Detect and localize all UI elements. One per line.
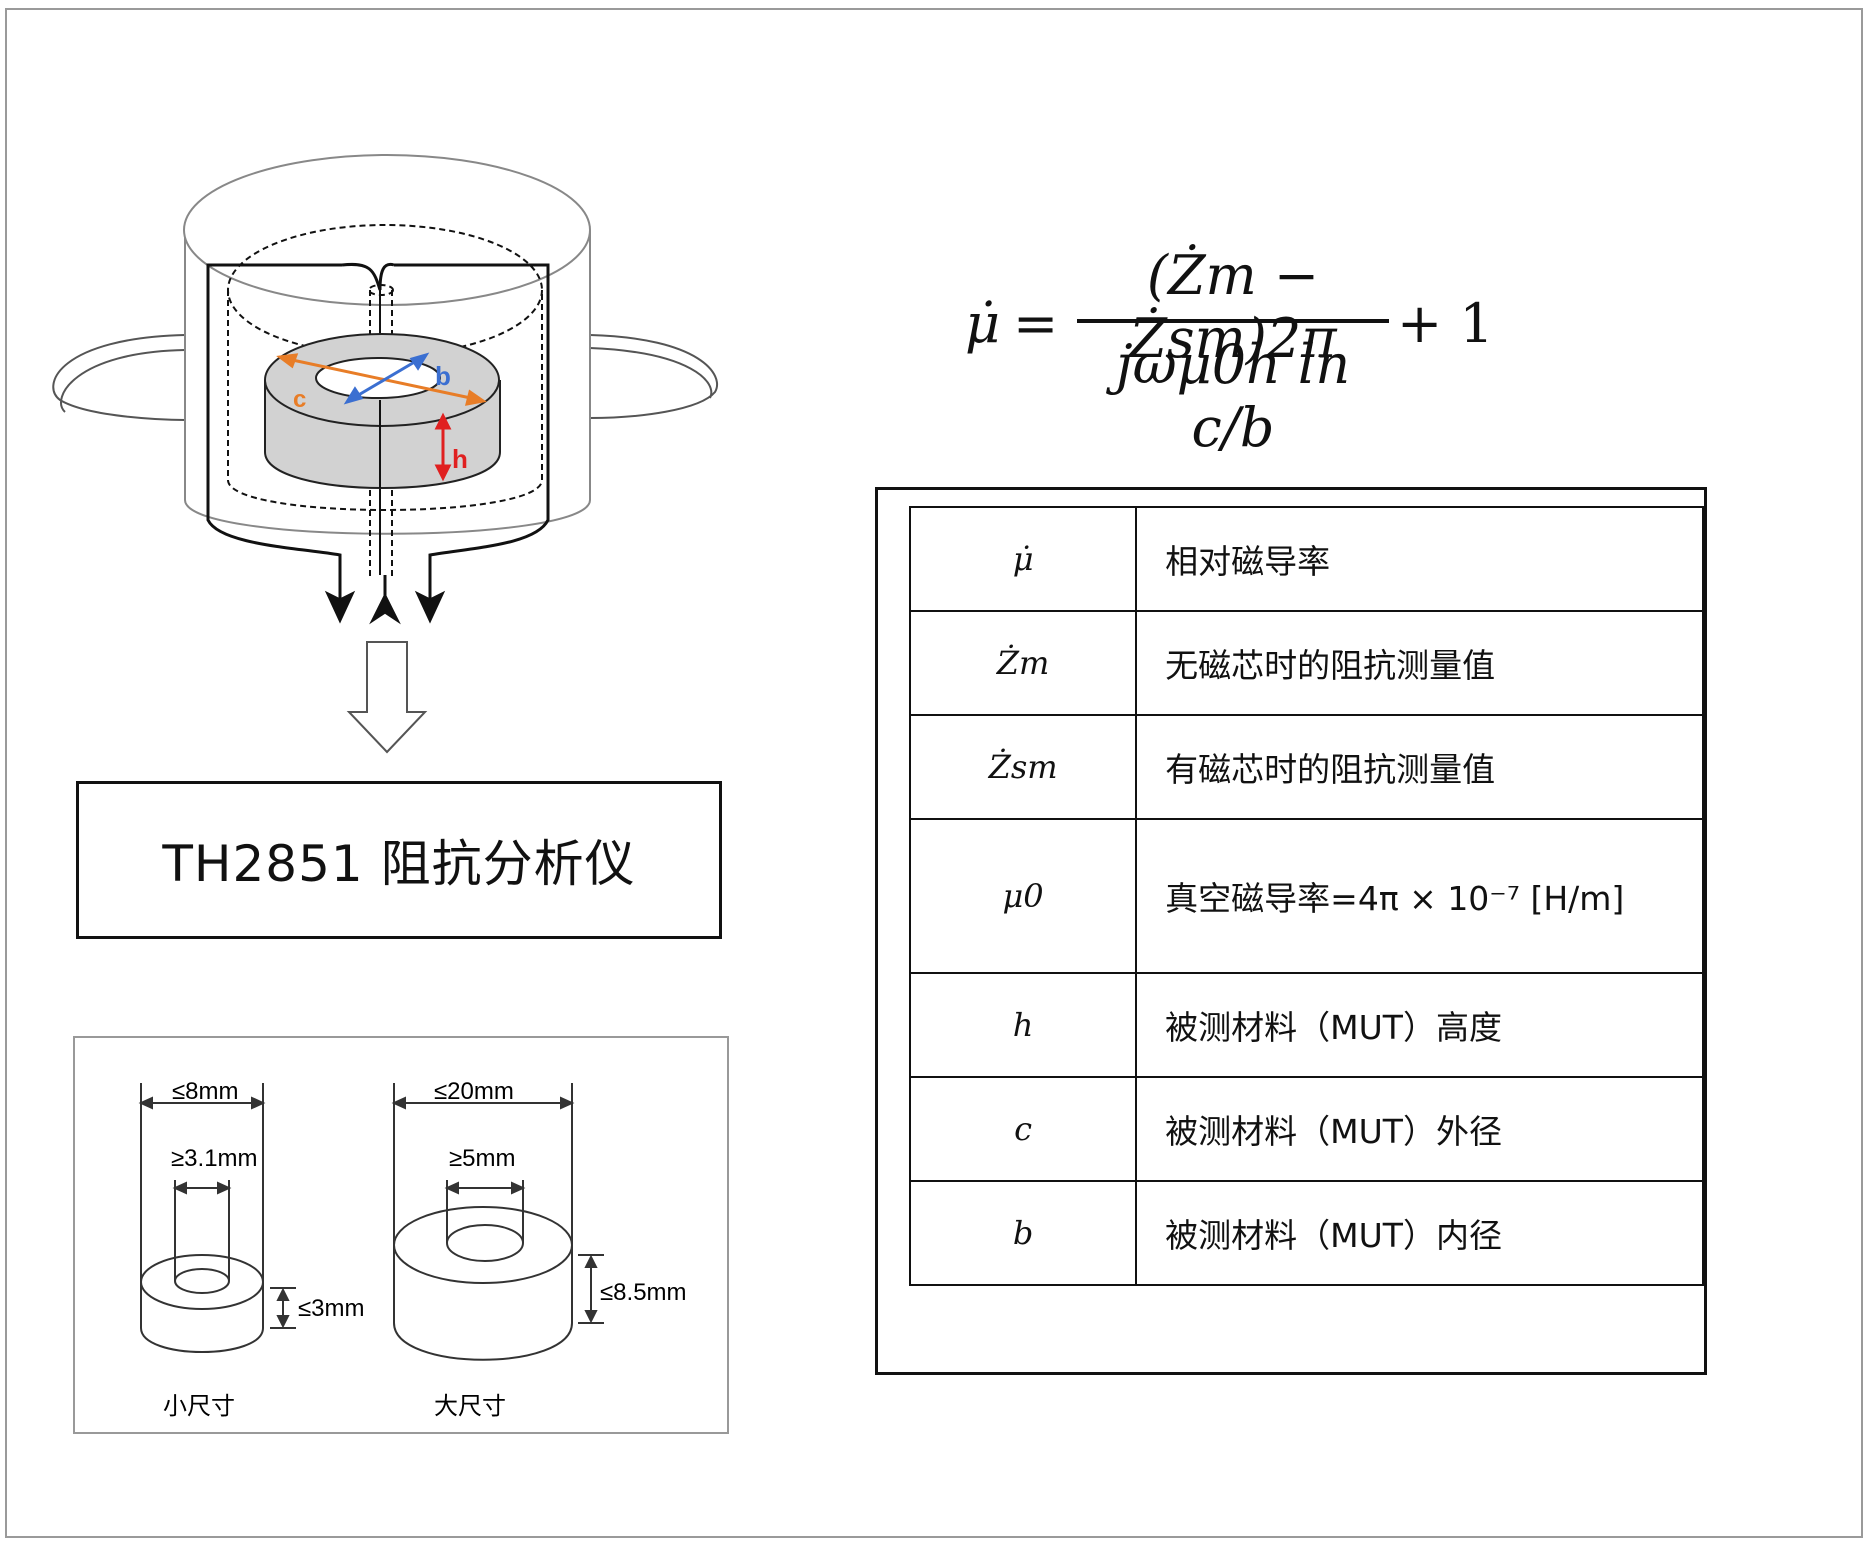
legend-desc: 相对磁导率 bbox=[1135, 506, 1704, 612]
legend-box: μ̇ 相对磁导率 Żm 无磁芯时的阻抗测量值 Żsm 有磁芯时的阻抗测量值 μ0… bbox=[875, 487, 1707, 1375]
formula-equals: = bbox=[1013, 292, 1059, 355]
legend-row: b 被测材料（MUT）内径 bbox=[908, 1180, 1704, 1286]
formula-tail: + 1 bbox=[1397, 292, 1494, 355]
formula-fraction-bar bbox=[1077, 319, 1389, 323]
legend-symbol: c bbox=[908, 1076, 1138, 1182]
permeability-formula: μ̇ = (Żm − Żsm)2π jωμ0h ln c/b + 1 bbox=[965, 230, 1565, 459]
legend-desc: 有磁芯时的阻抗测量值 bbox=[1135, 714, 1704, 820]
legend-symbol: b bbox=[908, 1180, 1138, 1286]
formula-denominator: jωμ0h ln c/b bbox=[1115, 333, 1351, 459]
large-outer-dim: ≤20mm bbox=[434, 1078, 514, 1105]
legend-row: h 被测材料（MUT）高度 bbox=[908, 972, 1704, 1078]
formula-numerator: (Żm − Żsm)2π bbox=[1129, 244, 1337, 370]
c-label: c bbox=[293, 386, 306, 413]
right-flange bbox=[589, 334, 718, 419]
legend-desc: 被测材料（MUT）高度 bbox=[1135, 972, 1704, 1078]
legend-row: μ̇ 相对磁导率 bbox=[908, 506, 1704, 612]
legend-row: Żsm 有磁芯时的阻抗测量值 bbox=[908, 714, 1704, 820]
analyzer-label: TH2851 阻抗分析仪 bbox=[162, 835, 636, 893]
large-ring bbox=[393, 1083, 573, 1361]
large-dims bbox=[391, 1096, 604, 1324]
formula-lhs: μ̇ bbox=[965, 292, 1001, 355]
large-inner-dim: ≥5mm bbox=[449, 1145, 516, 1172]
left-flange bbox=[52, 334, 186, 421]
big-down-arrow bbox=[346, 641, 428, 754]
lead-arrows bbox=[324, 555, 446, 625]
h-arrow bbox=[434, 412, 452, 482]
legend-symbol: μ0 bbox=[908, 818, 1138, 974]
legend-row: Żm 无磁芯时的阻抗测量值 bbox=[908, 610, 1704, 716]
legend-symbol: h bbox=[908, 972, 1138, 1078]
legend-symbol: μ̇ bbox=[908, 506, 1138, 612]
b-arrow bbox=[343, 352, 430, 405]
small-title: 小尺寸 bbox=[163, 1392, 235, 1420]
analyzer-box: TH2851 阻抗分析仪 bbox=[76, 781, 722, 939]
small-dims bbox=[138, 1096, 296, 1329]
small-outer-dim: ≤8mm bbox=[172, 1078, 239, 1105]
legend-symbol: Żsm bbox=[908, 714, 1138, 820]
legend-row: μ0 真空磁导率=4π × 10⁻⁷ [H/m] bbox=[908, 818, 1704, 974]
legend-desc: 真空磁导率=4π × 10⁻⁷ [H/m] bbox=[1135, 818, 1704, 974]
small-ring bbox=[140, 1083, 264, 1353]
legend-desc: 被测材料（MUT）内径 bbox=[1135, 1180, 1704, 1286]
small-height-dim: ≤3mm bbox=[298, 1295, 365, 1322]
large-title: 大尺寸 bbox=[434, 1392, 506, 1420]
large-height-dim: ≤8.5mm bbox=[600, 1279, 687, 1306]
legend-desc: 无磁芯时的阻抗测量值 bbox=[1135, 610, 1704, 716]
figure-frame bbox=[5, 8, 1863, 1538]
c-arrow bbox=[276, 353, 487, 406]
h-label: h bbox=[452, 444, 468, 474]
b-label: b bbox=[435, 361, 451, 391]
legend-row: c 被测材料（MUT）外径 bbox=[908, 1076, 1704, 1182]
small-inner-dim: ≥3.1mm bbox=[171, 1145, 258, 1172]
legend-table: μ̇ 相对磁导率 Żm 无磁芯时的阻抗测量值 Żsm 有磁芯时的阻抗测量值 μ0… bbox=[908, 506, 1704, 1286]
legend-desc: 被测材料（MUT）外径 bbox=[1135, 1076, 1704, 1182]
legend-symbol: Żm bbox=[908, 610, 1138, 716]
